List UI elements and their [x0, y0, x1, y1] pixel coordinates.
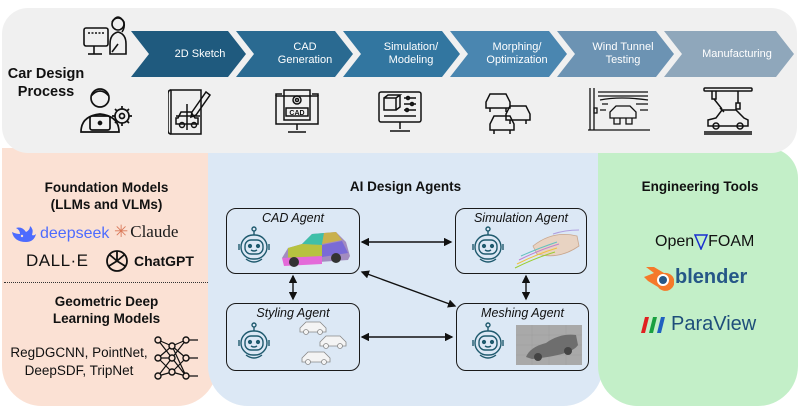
simulation-streamlines-image: [514, 229, 580, 269]
process-chevrons: [131, 31, 794, 77]
chevron-simulation: [343, 31, 460, 77]
ai-agents-title: AI Design Agents: [349, 179, 462, 194]
car-variants-icon: [485, 93, 531, 134]
chevron-wind-tunnel: [557, 31, 674, 77]
dalle-logo: DALL·E: [26, 251, 89, 271]
robot-icon: [472, 226, 504, 263]
engineer-person-icon: [80, 88, 132, 133]
step-label-simulation: Simulation/ Modeling: [383, 41, 439, 66]
openai-knot-icon: [106, 250, 128, 272]
engineering-tools-title: Engineering Tools: [641, 179, 759, 194]
step-label-2d-sketch: 2D Sketch: [174, 47, 226, 60]
cad-monitor-icon: CAD: [275, 89, 319, 133]
designer-person-icon: [83, 16, 127, 55]
simulation-monitor-icon: [378, 91, 422, 132]
paraview-text: ParaView: [671, 313, 757, 335]
deepseek-text: deepseek: [40, 225, 110, 242]
deepseek-whale-icon: [12, 226, 36, 242]
blender-logo: blender: [642, 263, 747, 291]
geometric-models-title: Geometric Deep Learning Models: [4, 293, 209, 327]
step-label-wind-tunnel: Wind Tunnel Testing: [592, 41, 654, 66]
robot-icon: [238, 226, 270, 263]
deepseek-logo: deepseek: [10, 224, 109, 244]
claude-sparkle-icon: ✳: [114, 222, 129, 241]
neural-network-icon: [154, 336, 198, 380]
robot-icon: [472, 322, 504, 359]
engineering-tools-panel: [598, 148, 798, 406]
cad-car-model-image: [282, 232, 350, 267]
claude-logo: ✳ Claude: [114, 222, 178, 242]
dalle-text: DALL·E: [26, 251, 89, 270]
step-label-manufacturing: Manufacturing: [702, 47, 772, 60]
foundation-title-line1: Foundation Models: [44, 180, 169, 195]
blender-icon: [644, 267, 674, 291]
claude-text: Claude: [130, 222, 179, 241]
openfoam-text-foam: FOAM: [708, 233, 755, 250]
styling-car-sketches-image: [299, 321, 347, 365]
meshing-agent-label: Meshing Agent: [481, 306, 564, 320]
process-title: Car Design Process: [7, 66, 85, 100]
models-line2: DeepSDF, TripNet: [24, 363, 134, 378]
paraview-logo: ParaView: [637, 313, 756, 336]
chevron-cad-generation: [236, 31, 353, 77]
simulation-agent-label: Simulation Agent: [473, 211, 569, 225]
blender-text: blender: [675, 265, 748, 288]
openfoam-text-open: Open: [655, 233, 695, 250]
styling-agent-label: Styling Agent: [256, 306, 330, 320]
chevron-2d-sketch: [131, 31, 246, 77]
foundation-models-title: Foundation Models (LLMs and VLMs): [4, 179, 209, 213]
nabla-icon: [694, 234, 709, 250]
chevron-morphing: [450, 31, 567, 77]
chatgpt-logo: ChatGPT: [104, 248, 194, 274]
step-label-morphing: Morphing/ Optimization: [486, 41, 548, 66]
foundation-title-line2: (LLMs and VLMs): [50, 197, 163, 212]
section-divider: [4, 282, 208, 283]
models-line1: RegDGCNN, PointNet,: [10, 345, 148, 360]
wind-tunnel-icon: [588, 88, 650, 131]
sketch-blueprint-icon: [168, 89, 212, 135]
step-label-cad-generation: CAD Generation: [277, 41, 333, 66]
cad-agent-label: CAD Agent: [261, 211, 325, 225]
chatgpt-text: ChatGPT: [134, 253, 194, 269]
svg-text:CAD: CAD: [289, 110, 304, 117]
openfoam-logo: Open FOAM: [655, 233, 754, 251]
paraview-bars-icon: [641, 316, 665, 333]
chevron-manufacturing: [664, 31, 794, 77]
geometric-models-list: RegDGCNN, PointNet, DeepSDF, TripNet: [4, 344, 154, 380]
robot-arm-car-icon: [703, 87, 753, 135]
robot-icon: [238, 322, 270, 359]
geometric-title-line2: Learning Models: [52, 311, 161, 326]
geometric-title-line1: Geometric Deep: [54, 294, 159, 309]
meshing-car-image: [516, 325, 582, 365]
